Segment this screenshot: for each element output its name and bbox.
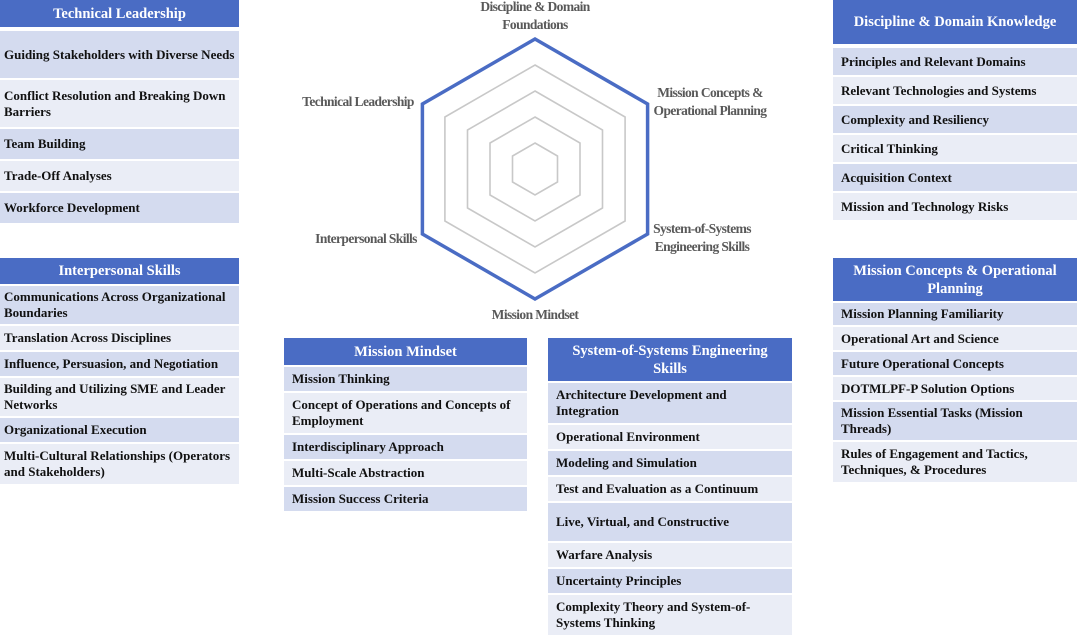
radar-axis-label: Mission Concepts & Operational Planning xyxy=(654,85,768,118)
list-item: Influence, Persuasion, and Negotiation xyxy=(0,352,239,376)
panel-mission-mindset: Mission Mindset Mission Thinking Concept… xyxy=(284,338,527,511)
panel-title: Technical Leadership xyxy=(0,0,239,27)
list-item: Rules of Engagement and Tactics, Techniq… xyxy=(833,442,1077,482)
panel-discipline-domain-knowledge: Discipline & Domain Knowledge Principles… xyxy=(833,0,1077,220)
list-item: Interdisciplinary Approach xyxy=(284,435,527,459)
radar-axis-label-line: Mission Concepts & xyxy=(657,85,763,100)
radar-axis-label-line: Foundations xyxy=(502,17,568,32)
list-item: Mission Planning Familiarity xyxy=(833,303,1077,325)
radar-grid-ring xyxy=(466,90,604,248)
panel-title: Interpersonal Skills xyxy=(0,258,239,284)
list-item: Mission and Technology Risks xyxy=(833,193,1077,220)
list-item: Acquisition Context xyxy=(833,164,1077,191)
list-item: Mission Essential Tasks (Mission Threads… xyxy=(833,402,1077,440)
list-item: Mission Thinking xyxy=(284,367,527,391)
list-item: Operational Art and Science xyxy=(833,327,1077,350)
list-item: Communications Across Organizational Bou… xyxy=(0,286,239,324)
list-item: Trade-Off Analyses xyxy=(0,161,239,191)
panel-title: Discipline & Domain Knowledge xyxy=(833,0,1077,44)
radar-axis-label-line: Engineering Skills xyxy=(655,239,750,254)
list-item: Architecture Development and Integration xyxy=(548,383,792,423)
list-item: Modeling and Simulation xyxy=(548,451,792,475)
radar-axis-label: Interpersonal Skills xyxy=(315,231,417,246)
list-item: Conflict Resolution and Breaking Down Ba… xyxy=(0,80,239,127)
list-item: Building and Utilizing SME and Leader Ne… xyxy=(0,378,239,416)
radar-axis-label-line: System-of-Systems xyxy=(653,221,751,236)
radar-axis-label-line: Interpersonal Skills xyxy=(315,231,417,246)
radar-axis-label-line: Mission Mindset xyxy=(492,307,580,322)
panel-title: System-of-Systems Engineering Skills xyxy=(548,338,792,381)
radar-grid-ring xyxy=(511,142,559,196)
list-item: Guiding Stakeholders with Diverse Needs xyxy=(0,31,239,78)
radar-outer-ring xyxy=(420,36,650,302)
panel-title: Mission Mindset xyxy=(284,338,527,365)
radar-axis-label-line: Discipline & Domain xyxy=(480,0,590,14)
list-item: Concept of Operations and Concepts of Em… xyxy=(284,393,527,433)
list-item: Translation Across Disciplines xyxy=(0,326,239,350)
list-item: Principles and Relevant Domains xyxy=(833,48,1077,75)
list-item: Workforce Development xyxy=(0,193,239,223)
list-item: Live, Virtual, and Constructive xyxy=(548,503,792,541)
list-item: Team Building xyxy=(0,129,239,159)
list-item: Future Operational Concepts xyxy=(833,352,1077,375)
panel-interpersonal-skills: Interpersonal Skills Communications Acro… xyxy=(0,258,239,484)
list-item: Mission Success Criteria xyxy=(284,487,527,511)
list-item: Organizational Execution xyxy=(0,418,239,442)
radar-grid-ring xyxy=(489,116,581,222)
list-item: DOTMLPF-P Solution Options xyxy=(833,377,1077,400)
radar-grid-ring xyxy=(444,64,626,274)
list-item: Critical Thinking xyxy=(833,135,1077,162)
list-item: Uncertainty Principles xyxy=(548,569,792,593)
list-item: Relevant Technologies and Systems xyxy=(833,77,1077,104)
list-item: Multi-Cultural Relationships (Operators … xyxy=(0,444,239,484)
list-item: Operational Environment xyxy=(548,425,792,449)
list-item: Warfare Analysis xyxy=(548,543,792,567)
panel-sos-engineering-skills: System-of-Systems Engineering Skills Arc… xyxy=(548,338,792,635)
list-item: Complexity and Resiliency xyxy=(833,106,1077,133)
panel-technical-leadership: Technical Leadership Guiding Stakeholder… xyxy=(0,0,239,223)
radar-axis-label: Mission Mindset xyxy=(492,307,580,322)
panel-title: Mission Concepts & Operational Planning xyxy=(833,258,1077,301)
panel-mission-concepts-operational-planning: Mission Concepts & Operational Planning … xyxy=(833,258,1077,482)
radar-axis-label-line: Operational Planning xyxy=(654,103,768,118)
radar-axis-label: Technical Leadership xyxy=(302,94,414,109)
list-item: Complexity Theory and System-of-Systems … xyxy=(548,595,792,635)
radar-axis-label-line: Technical Leadership xyxy=(302,94,414,109)
list-item: Test and Evaluation as a Continuum xyxy=(548,477,792,501)
list-item: Multi-Scale Abstraction xyxy=(284,461,527,485)
